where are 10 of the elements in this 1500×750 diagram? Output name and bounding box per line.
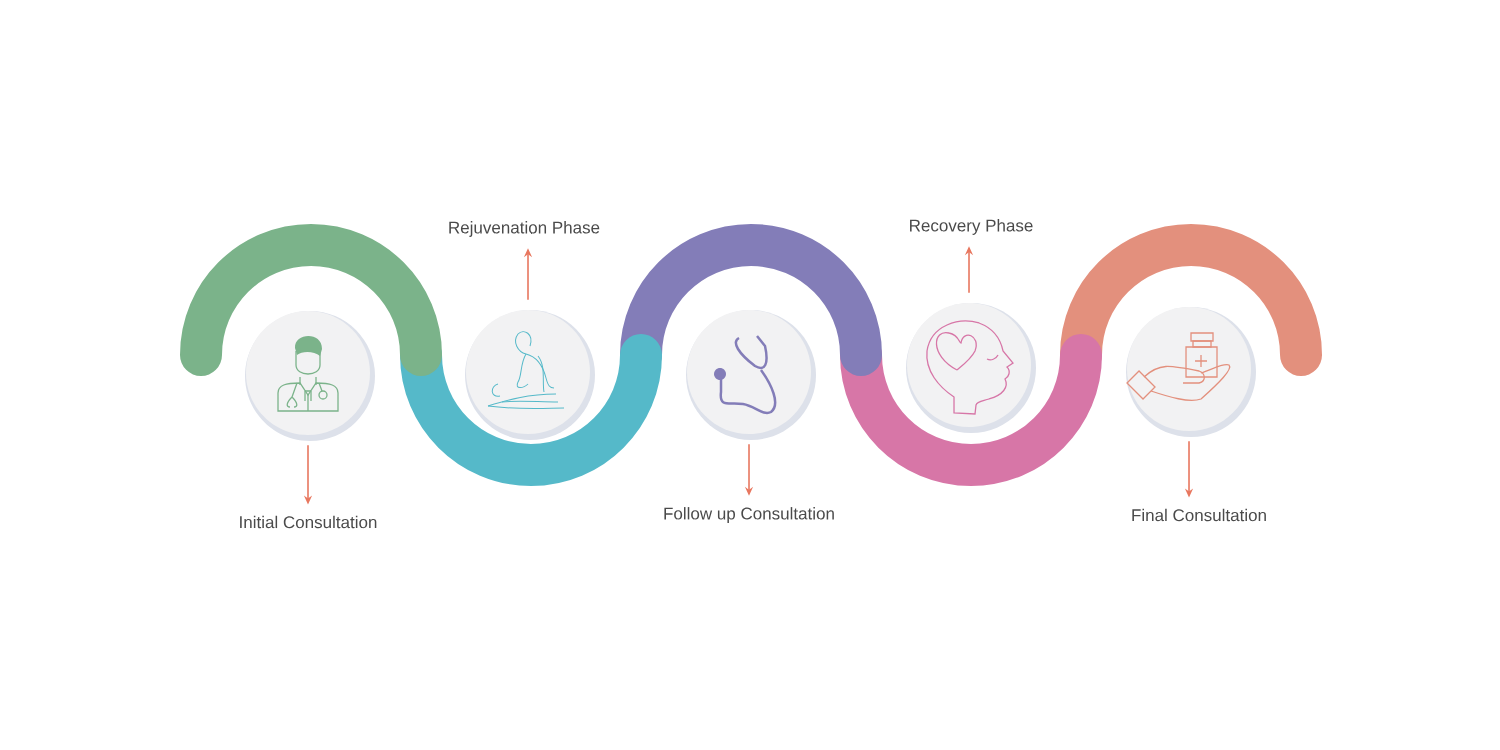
step-label: Final Consultation bbox=[1132, 508, 1266, 522]
icon-circle bbox=[906, 303, 1036, 433]
icon-circle bbox=[686, 310, 816, 440]
step-label: Initial Consultation bbox=[240, 515, 377, 529]
icon-circle bbox=[465, 310, 595, 440]
step-label: Recovery Phase bbox=[910, 219, 1033, 235]
step-label: Follow up Consultation bbox=[664, 507, 834, 523]
icon-circle bbox=[245, 311, 375, 441]
step-label: Rejuvenation Phase bbox=[449, 221, 600, 237]
icon-circle bbox=[1126, 307, 1256, 437]
